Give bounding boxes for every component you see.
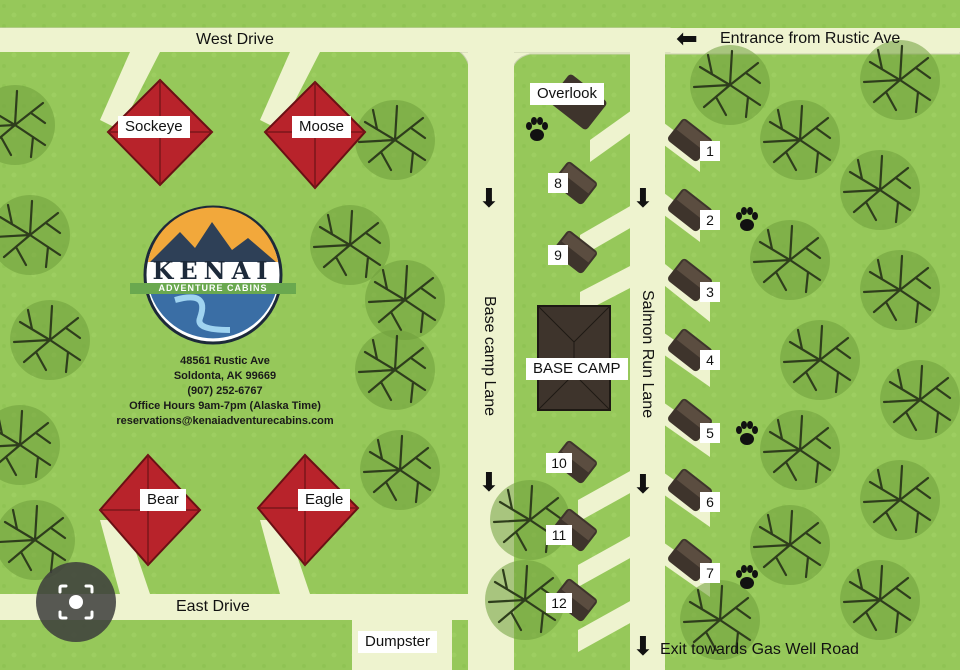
cabin-label-base-camp: BASE CAMP [526, 358, 628, 380]
logo-tagline: ADVENTURE CABINS [158, 283, 268, 293]
paw-icon [736, 421, 758, 445]
contact-info: 48561 Rustic Ave Soldonta, AK 99669 (907… [105, 354, 345, 429]
east-drive-label: East Drive [176, 598, 250, 615]
cabin-number: 9 [548, 245, 568, 265]
cabin-label-moose: Moose [292, 116, 352, 138]
address-line1: 48561 Rustic Ave [180, 355, 270, 367]
arrow-down-icon: ⬇ [478, 468, 500, 498]
logo-name: KENAI [152, 256, 274, 285]
office-hours: Office Hours 9am-7pm (Alaska Time) [129, 400, 321, 412]
cabin-label-eagle: Eagle [298, 489, 351, 511]
cabin-number: 8 [548, 173, 568, 193]
cabin-number: 11 [546, 525, 572, 545]
phone-number: (907) 252-6767 [187, 385, 263, 397]
paw-icon [736, 207, 758, 231]
cabin-number: 5 [700, 423, 720, 443]
dumpster-label: Dumpster [358, 631, 438, 653]
arrow-down-icon: ⬇ [478, 184, 500, 214]
salmon-run-lane-label: Salmon Run Lane [639, 290, 656, 419]
cabin-label-sockeye: Sockeye [118, 116, 190, 138]
cabin-number: 4 [700, 350, 720, 370]
cabin-number: 12 [546, 593, 572, 613]
cabin-number: 6 [700, 492, 720, 512]
cabin-label-overlook: Overlook [530, 83, 605, 105]
cabin-number: 2 [700, 210, 720, 230]
cabin-number: 10 [546, 453, 572, 473]
paw-icon [736, 565, 758, 589]
arrow-left-icon: ⬅ [676, 24, 698, 54]
base-camp-lane-label: Base camp Lane [481, 296, 498, 417]
cabin-label-bear: Bear [140, 489, 186, 511]
west-drive-label: West Drive [196, 31, 274, 48]
email-address: reservations@kenaiadventurecabins.com [116, 415, 334, 427]
lens-button[interactable] [36, 562, 116, 642]
cabin-number: 7 [700, 563, 720, 583]
entrance-label: Entrance from Rustic Ave [720, 30, 901, 47]
lens-icon [58, 584, 94, 620]
paw-icon [526, 117, 548, 141]
arrow-down-icon: ⬇ [632, 632, 654, 662]
address-line2: Soldonta, AK 99669 [173, 370, 277, 382]
exit-label: Exit towards Gas Well Road [660, 641, 859, 658]
arrow-down-icon: ⬇ [632, 470, 654, 500]
kenai-logo [130, 205, 296, 345]
cabin-number: 3 [700, 282, 720, 302]
arrow-down-icon: ⬇ [632, 184, 654, 214]
cabin-number: 1 [700, 141, 720, 161]
